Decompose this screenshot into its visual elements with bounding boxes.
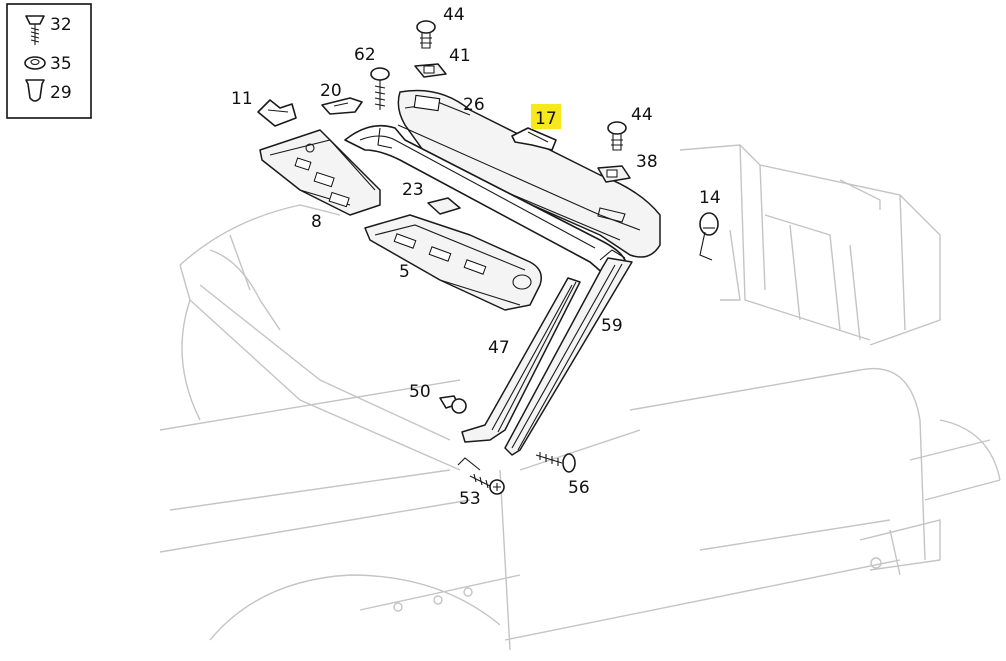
part-50-plug: [439, 395, 467, 414]
callout-41: 41: [449, 46, 471, 66]
part-23-pad: [427, 197, 461, 215]
callout-62: 62: [354, 45, 376, 65]
part-8-cowl-panel: [259, 129, 381, 216]
callout-14: 14: [699, 188, 721, 208]
callout-44-right: 44: [631, 105, 653, 125]
callout-20: 20: [320, 81, 342, 101]
legend-box: 32 35 29: [6, 3, 92, 119]
part-59-pillar-trim: [504, 249, 633, 456]
plug-clip-icon: [25, 79, 45, 102]
part-62-screw: [370, 67, 390, 110]
callout-11: 11: [231, 89, 253, 109]
car-body-outline: [159, 144, 1001, 651]
callout-56: 56: [568, 478, 590, 498]
part-14-holder: [699, 212, 719, 261]
callout-8: 8: [311, 212, 322, 232]
callout-47: 47: [488, 338, 510, 358]
legend-label-35: 35: [50, 54, 72, 74]
callout-5: 5: [399, 262, 410, 282]
part-17-clip: [511, 127, 557, 151]
callout-53: 53: [459, 489, 481, 509]
part-41-clip: [414, 63, 447, 78]
washer-icon: [24, 56, 46, 70]
windshield-frame: [344, 124, 626, 276]
part-11-clip: [257, 99, 297, 127]
part-56-screw: [535, 452, 576, 473]
callout-38: 38: [636, 152, 658, 172]
callout-44-top: 44: [443, 5, 465, 25]
callout-26: 26: [463, 95, 485, 115]
callout-59: 59: [601, 316, 623, 336]
callout-23: 23: [402, 180, 424, 200]
screw-clip-icon: [25, 15, 45, 45]
part-20-bracket: [321, 97, 363, 115]
legend-label-29: 29: [50, 83, 72, 103]
part-47-pillar-trim: [461, 277, 581, 443]
part-17-highlight: [531, 104, 561, 129]
part-44-screw-top: [416, 20, 436, 49]
callout-50: 50: [409, 382, 431, 402]
part-53-screw: [457, 457, 505, 495]
part-5-cowl-panel: [364, 214, 542, 311]
legend-label-32: 32: [50, 15, 72, 35]
part-38-clip: [597, 165, 631, 183]
part-44-screw-right: [607, 121, 627, 151]
callout-17: 17: [535, 109, 557, 129]
